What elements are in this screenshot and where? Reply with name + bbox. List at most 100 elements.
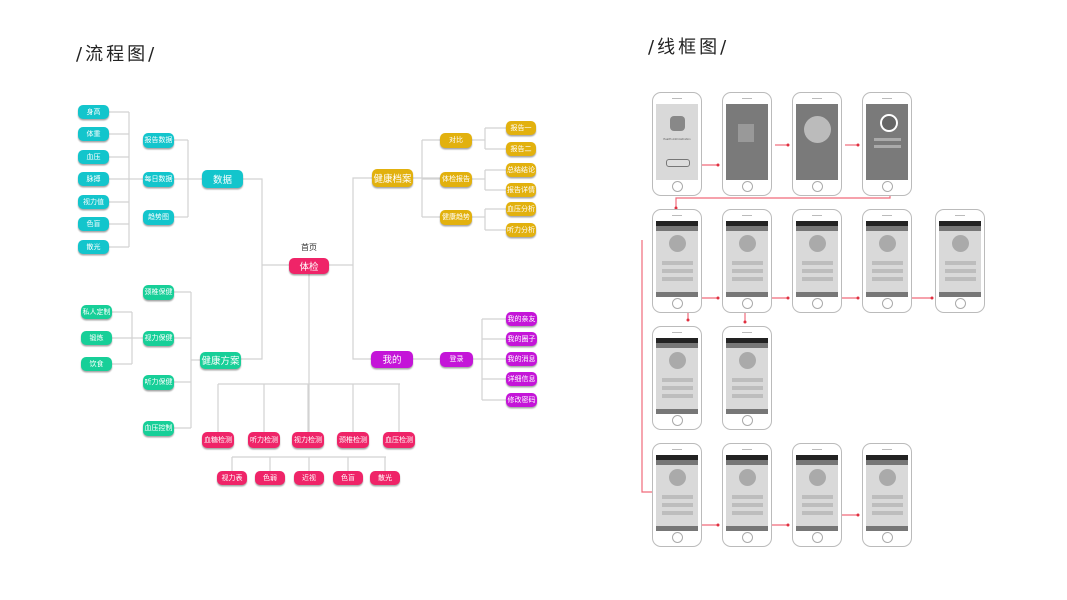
metric-node[interactable]: 散光: [78, 240, 109, 254]
wireframe-phone: [862, 443, 912, 547]
arrow-head: [686, 318, 690, 322]
metric-node[interactable]: 身高: [78, 105, 109, 119]
data-child-node[interactable]: 趋势图: [143, 209, 174, 225]
home-button: [741, 415, 753, 426]
archive-leaf-node[interactable]: 总结结论: [506, 163, 536, 177]
wireframe-phone: [652, 443, 702, 547]
mine-leaf-node[interactable]: 我的亲友: [506, 312, 537, 326]
wireframe-phone: [722, 92, 772, 196]
flow-arrow: [641, 240, 655, 493]
data-child-node[interactable]: 报告数据: [143, 132, 174, 148]
login-node[interactable]: 登录: [440, 351, 473, 367]
speaker: [672, 98, 682, 99]
phone-screen: [939, 221, 981, 297]
home-button: [881, 298, 893, 309]
arrow-head: [786, 523, 790, 527]
speaker: [672, 449, 682, 450]
archive-child-node[interactable]: 对比: [440, 132, 472, 148]
plan-node[interactable]: 健康方案: [200, 351, 241, 369]
check-node[interactable]: 颈椎检测: [337, 432, 369, 448]
phone-screen: [726, 338, 768, 414]
mine-leaf-node[interactable]: 修改密码: [506, 393, 537, 407]
archive-leaf-node[interactable]: 报告一: [506, 121, 536, 135]
phone-screen: [866, 104, 908, 180]
arrow-head: [716, 523, 720, 527]
archive-child-node[interactable]: 健康趋势: [440, 209, 472, 225]
vision-node[interactable]: 色盲: [333, 471, 363, 485]
root-node[interactable]: 体检: [289, 258, 329, 274]
phone-screen: [866, 455, 908, 531]
custom-node[interactable]: 锻炼: [81, 331, 112, 345]
custom-node[interactable]: 私人定制: [81, 305, 112, 319]
mine-leaf-node[interactable]: 我的消息: [506, 352, 537, 366]
data-node[interactable]: 数据: [202, 170, 243, 188]
flow-arrow: [675, 180, 891, 208]
speaker: [742, 449, 752, 450]
wireframe-phone: [722, 443, 772, 547]
speaker: [955, 215, 965, 216]
archive-node[interactable]: 健康档案: [372, 169, 413, 187]
arrow-head: [716, 296, 720, 300]
speaker: [812, 449, 822, 450]
connector-line: [352, 177, 413, 360]
speaker: [882, 215, 892, 216]
check-node[interactable]: 血压检测: [383, 432, 415, 448]
speaker: [882, 449, 892, 450]
wireframe-phone: [862, 209, 912, 313]
phone-screen: [726, 221, 768, 297]
custom-node[interactable]: 饮食: [81, 357, 112, 371]
plan-child-node[interactable]: 血压控制: [143, 420, 174, 436]
home-button: [671, 415, 683, 426]
wireframe-title: /线框图/: [648, 37, 730, 58]
wireframe-phone: [722, 209, 772, 313]
arrow-head: [716, 163, 720, 167]
speaker: [742, 215, 752, 216]
check-node[interactable]: 听力检测: [248, 432, 280, 448]
wireframe-phone: [792, 209, 842, 313]
home-button: [811, 532, 823, 543]
speaker: [742, 332, 752, 333]
metric-node[interactable]: 体重: [78, 127, 109, 141]
archive-leaf-node[interactable]: 血压分析: [506, 202, 536, 216]
metric-node[interactable]: 视力值: [78, 195, 109, 209]
arrow-head: [743, 320, 747, 324]
archive-leaf-node[interactable]: 报告二: [506, 142, 536, 156]
vision-node[interactable]: 近视: [294, 471, 324, 485]
arrow-head: [856, 513, 860, 517]
archive-leaf-node[interactable]: 听力分析: [506, 223, 536, 237]
check-node[interactable]: 视力检测: [292, 432, 324, 448]
arrow-head: [856, 143, 860, 147]
archive-leaf-node[interactable]: 报告详情: [506, 183, 536, 197]
arrow-head: [930, 296, 934, 300]
vision-node[interactable]: 散光: [370, 471, 400, 485]
home-button: [671, 181, 683, 192]
check-node[interactable]: 血糖检测: [202, 432, 234, 448]
plan-child-node[interactable]: 颈椎保健: [143, 284, 174, 300]
speaker: [672, 215, 682, 216]
data-child-node[interactable]: 每日数据: [143, 171, 174, 187]
wireframe-phone: [935, 209, 985, 313]
home-button: [671, 532, 683, 543]
mine-node[interactable]: 我的: [371, 350, 413, 368]
wireframe-phone: [722, 326, 772, 430]
archive-child-node[interactable]: 体检报告: [440, 171, 472, 187]
connector-line: [241, 178, 263, 360]
phone-screen: [656, 221, 698, 297]
metric-node[interactable]: 色盲: [78, 217, 109, 231]
vision-node[interactable]: 色弱: [255, 471, 285, 485]
home-button: [811, 181, 823, 192]
arrow-head: [786, 296, 790, 300]
plan-child-node[interactable]: 视力保健: [143, 330, 174, 346]
arrow-head: [856, 296, 860, 300]
phone-screen: [796, 104, 838, 180]
vision-node[interactable]: 视力表: [217, 471, 247, 485]
mine-leaf-node[interactable]: 详细信息: [506, 372, 537, 386]
metric-node[interactable]: 脉搏: [78, 172, 109, 186]
plan-child-node[interactable]: 听力保健: [143, 374, 174, 390]
mine-leaf-node[interactable]: 我的圈子: [506, 332, 537, 346]
arrow-head: [674, 206, 678, 210]
wireframe-phone: [862, 92, 912, 196]
phone-screen: Health Administration: [656, 104, 698, 180]
phone-screen: [656, 455, 698, 531]
metric-node[interactable]: 血压: [78, 150, 109, 164]
